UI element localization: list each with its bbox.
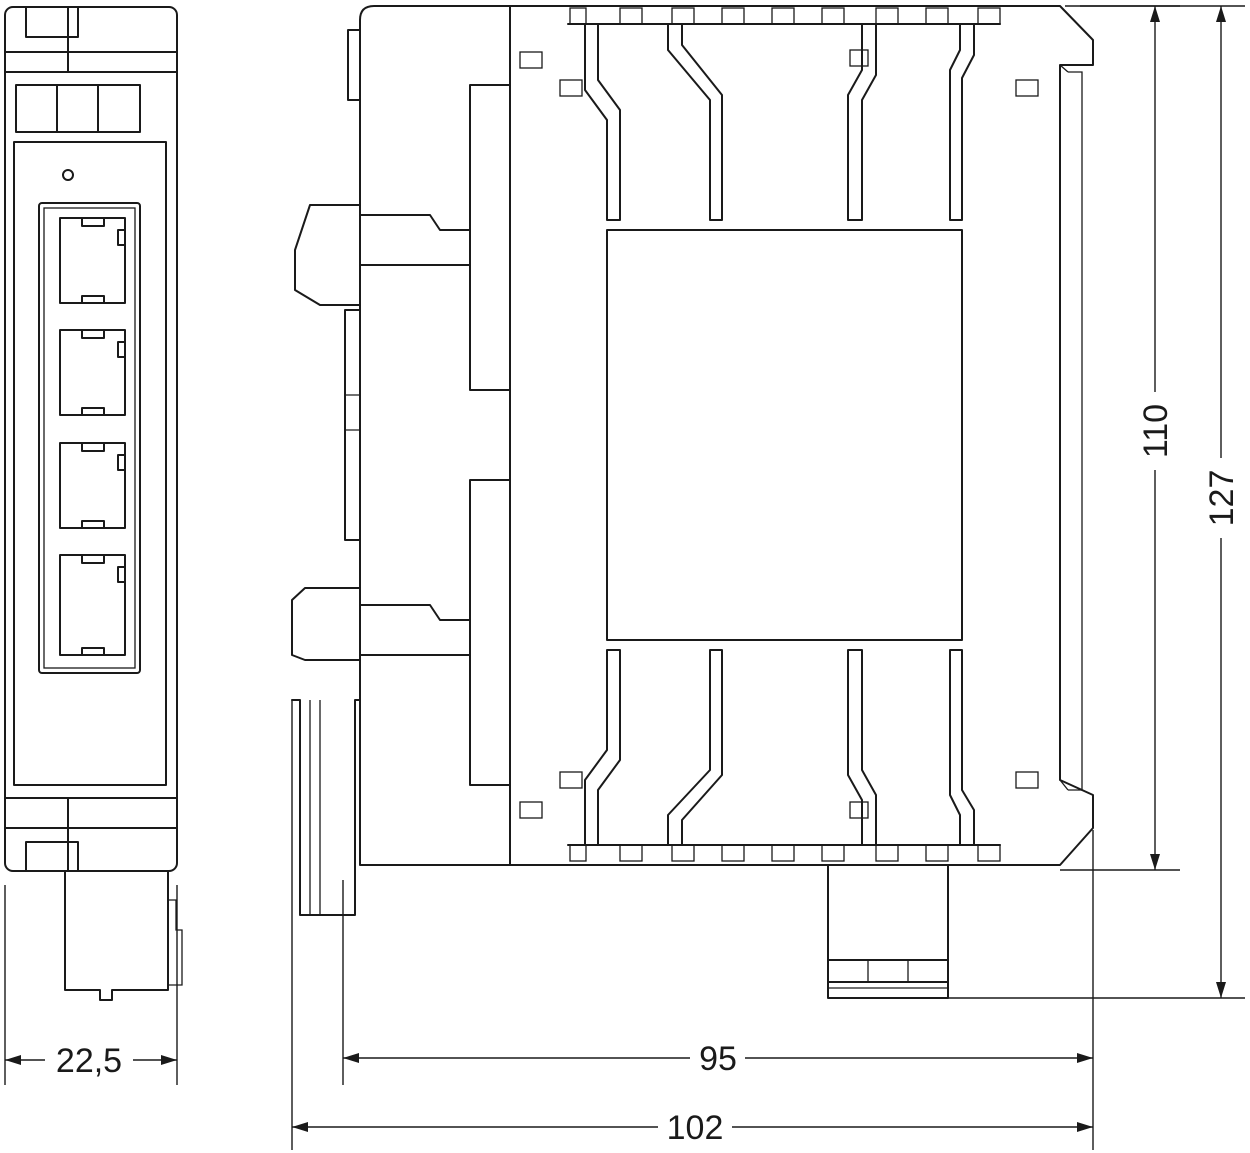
side-housing [359,5,1094,866]
rj45-port [59,217,126,304]
dim-depth-total: 102 [667,1109,724,1147]
dim-width-front: 22,5 [56,1042,122,1080]
front-bottom-cap [4,797,178,872]
ground-symbol-icon [62,169,74,181]
front-bottom-connector [64,870,169,1001]
bottom-plug [827,864,949,999]
rj45-ports [59,217,126,656]
din-rail-clip [291,699,361,916]
side-recess-bottom [469,479,511,786]
front-housing [4,6,178,872]
upper-latch [294,204,361,306]
rj45-port [59,442,126,529]
dimension-lines [4,5,1245,1150]
rj45-port [59,329,126,416]
dim-depth-body: 95 [699,1040,737,1078]
front-bottom-latch [25,841,79,872]
side-recess-top [469,84,511,391]
label-plate [606,229,963,641]
front-top-cap [4,6,178,73]
dim-height-body: 110 [1137,404,1175,458]
rj45-port [59,554,126,656]
side-view [291,5,1094,999]
front-top-latch [25,6,79,38]
lower-latch [291,587,361,661]
top-terminals [519,7,1039,221]
bottom-terminals [519,649,1039,862]
front-panel [13,141,167,786]
dim-height-total: 127 [1203,470,1241,527]
port-window [38,202,141,674]
led-block [15,84,141,133]
front-view [4,6,183,1001]
